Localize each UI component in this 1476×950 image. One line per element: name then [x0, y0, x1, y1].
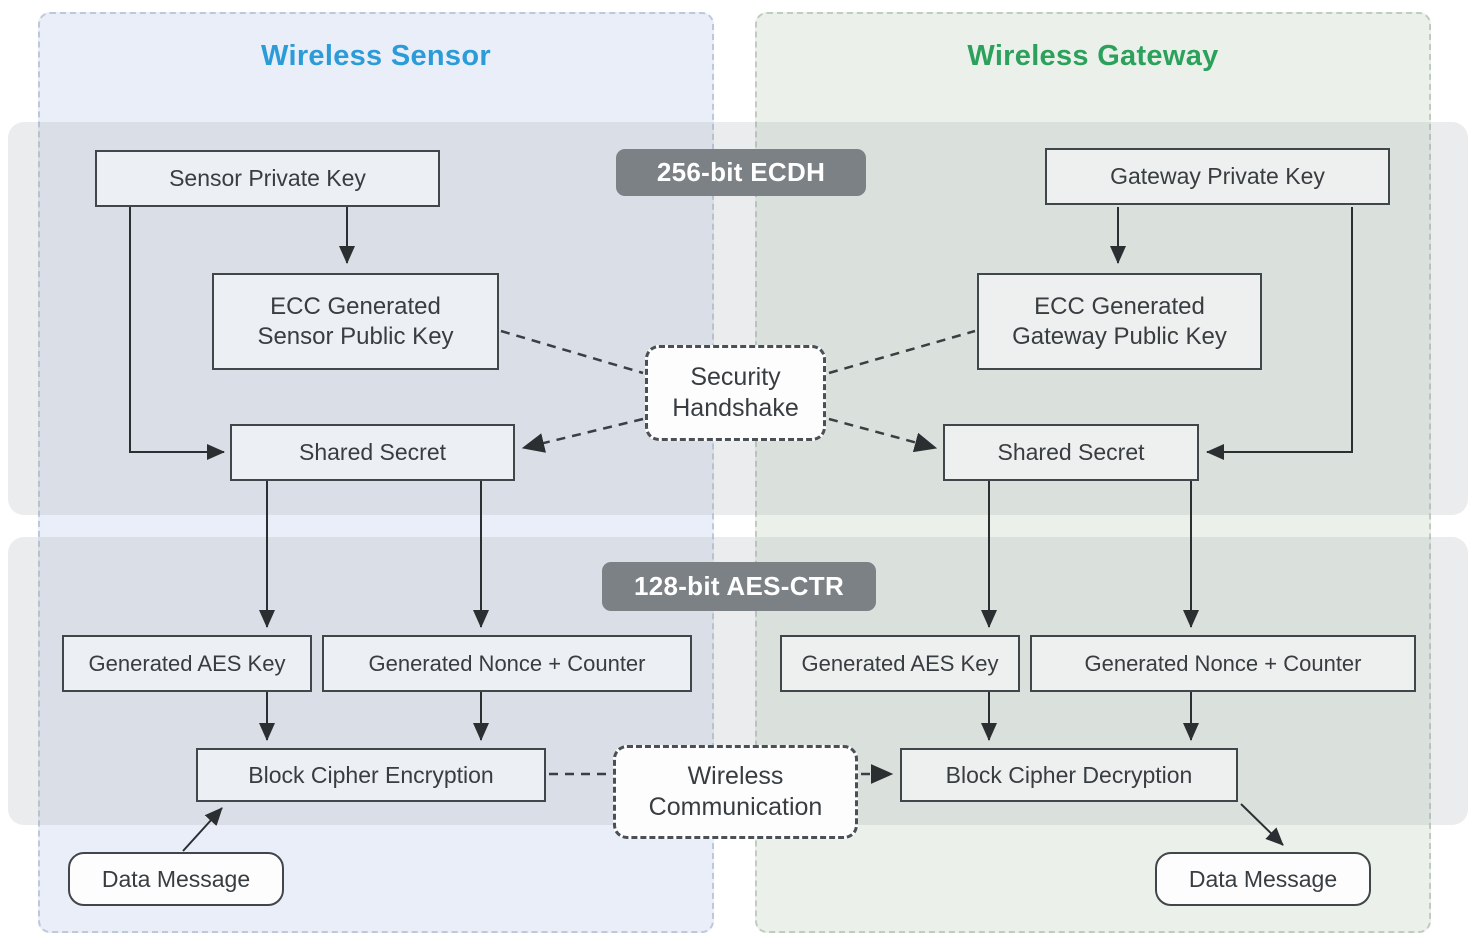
- ecc-sensor-line2: Sensor Public Key: [257, 322, 454, 350]
- wireless-gateway-title: Wireless Gateway: [967, 40, 1219, 72]
- block-cipher-encryption-box: Block Cipher Encryption: [196, 748, 546, 802]
- ecdh-badge: 256-bit ECDH: [616, 149, 866, 196]
- security-handshake-box: Security Handshake: [645, 345, 826, 441]
- sensor-shared-secret-box: Shared Secret: [230, 424, 515, 481]
- wireless-sensor-title: Wireless Sensor: [261, 40, 491, 72]
- sensor-generated-aes-key-box: Generated AES Key: [62, 635, 312, 692]
- wireless-communication-box: Wireless Communication: [613, 745, 858, 839]
- gateway-private-key-box: Gateway Private Key: [1045, 148, 1390, 205]
- sensor-private-key-box: Sensor Private Key: [95, 150, 440, 207]
- block-cipher-decryption-box: Block Cipher Decryption: [900, 748, 1238, 802]
- ecc-gateway-line2: Gateway Public Key: [1012, 322, 1227, 350]
- ecc-gateway-public-key-box: ECC Generated Gateway Public Key: [977, 273, 1262, 370]
- ecc-sensor-line1: ECC Generated: [270, 292, 441, 320]
- sensor-generated-nonce-counter-box: Generated Nonce + Counter: [322, 635, 692, 692]
- aes-ctr-badge: 128-bit AES-CTR: [602, 562, 876, 611]
- wireless-communication-line1: Wireless: [687, 761, 784, 790]
- gateway-shared-secret-box: Shared Secret: [943, 424, 1199, 481]
- gateway-generated-nonce-counter-box: Generated Nonce + Counter: [1030, 635, 1416, 692]
- sensor-data-message-box: Data Message: [68, 852, 284, 906]
- gateway-data-message-box: Data Message: [1155, 852, 1371, 906]
- ecc-sensor-public-key-box: ECC Generated Sensor Public Key: [212, 273, 499, 370]
- security-handshake-line2: Handshake: [672, 394, 799, 422]
- security-handshake-line1: Security: [690, 362, 781, 391]
- ecc-gateway-line1: ECC Generated: [1034, 292, 1205, 320]
- wireless-communication-line2: Communication: [648, 793, 823, 821]
- gateway-generated-aes-key-box: Generated AES Key: [780, 635, 1020, 692]
